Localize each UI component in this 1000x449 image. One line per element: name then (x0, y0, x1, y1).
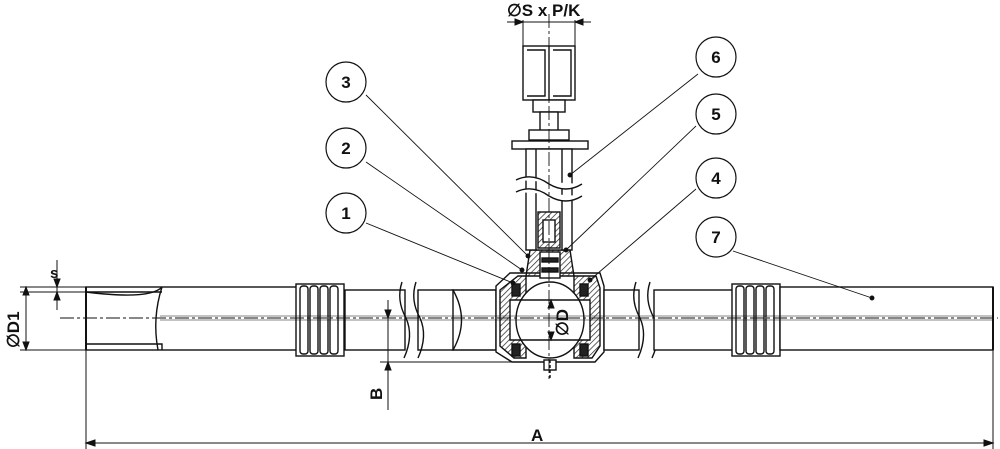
left-pipe-end (85, 286, 299, 351)
callout-4: 4 (695, 157, 737, 199)
callout-number: 1 (341, 204, 350, 223)
callout-7: 7 (695, 216, 737, 258)
length-label: A (531, 426, 543, 445)
stem-dimension-label: ∅S x P/K (507, 1, 581, 20)
bore-label: ∅D (553, 309, 572, 336)
callout-3: 3 (325, 61, 367, 103)
valve-body (495, 249, 605, 378)
wall-thickness-label: s (50, 265, 58, 282)
callout-number: 6 (711, 48, 720, 67)
height-label: B (367, 388, 386, 400)
pipe-od-label: ∅D1 (4, 311, 23, 348)
callout-number: 3 (341, 73, 350, 92)
right-pipe-end (779, 286, 994, 351)
callout-2: 2 (325, 127, 367, 169)
dimension-lines (20, 18, 995, 449)
callout-5: 5 (695, 93, 737, 135)
valve-stem (511, 45, 589, 251)
callout-number: 4 (711, 169, 721, 188)
callout-1: 1 (325, 192, 367, 234)
callout-number: 2 (341, 139, 350, 158)
center-lines (60, 14, 998, 380)
callout-number: 5 (711, 105, 720, 124)
callout-6: 6 (695, 36, 737, 78)
callout-leaders (365, 73, 875, 301)
callout-number: 7 (711, 228, 720, 247)
